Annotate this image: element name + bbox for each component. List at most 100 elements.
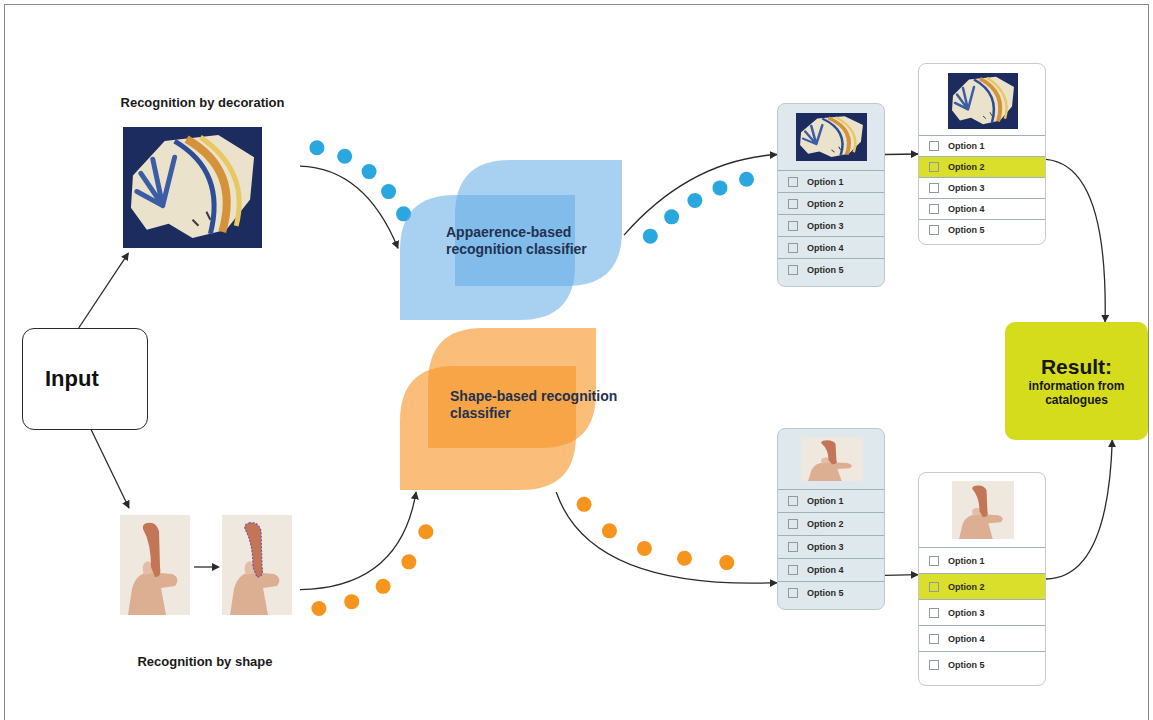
flow-arrow	[624, 155, 777, 236]
photo	[193, 559, 221, 571]
photo-group: Recognition by decoration	[105, 95, 300, 253]
flow-arrow	[79, 253, 129, 328]
option-row: Option 3	[778, 535, 884, 558]
sherd	[131, 135, 254, 238]
option-label: Option 2	[948, 162, 985, 172]
flow-dot	[687, 193, 702, 208]
option-row: Option 4	[919, 625, 1045, 651]
checkbox	[929, 556, 939, 566]
checkbox	[929, 204, 939, 214]
classifier-shape: Shape-based recognition classifier	[398, 326, 624, 492]
node-label: Input	[45, 366, 99, 392]
photo	[222, 515, 292, 615]
checkbox	[788, 199, 798, 209]
photo	[120, 515, 190, 615]
hand	[959, 514, 1003, 539]
option-label: Option 3	[807, 542, 844, 552]
option-label: Option 3	[807, 221, 844, 231]
checkbox	[929, 225, 939, 235]
photo-ground	[123, 127, 262, 248]
leaf-front	[400, 195, 575, 320]
option-row: Option 3	[919, 599, 1045, 625]
sherd	[821, 440, 837, 464]
flow-arrow	[1046, 440, 1112, 579]
photo-heading: Recognition by shape	[110, 654, 300, 670]
flow-dot	[637, 541, 652, 556]
option-row: Option 5	[778, 581, 884, 604]
option-row: Option 4	[919, 198, 1045, 219]
option-row: Option 4	[778, 558, 884, 581]
photo	[952, 481, 1014, 539]
hand	[230, 572, 279, 615]
leaf-front	[400, 366, 576, 490]
option-label: Option 4	[807, 243, 844, 253]
photo-heading: Recognition by decoration	[105, 95, 300, 111]
flow-dot	[381, 184, 396, 199]
option-label: Option 1	[807, 496, 844, 506]
option-label: Option 1	[807, 177, 844, 187]
sherd	[143, 523, 161, 577]
flow-dot	[664, 209, 679, 224]
sherd	[972, 485, 988, 517]
option-row: Option 2	[919, 156, 1045, 177]
sherd-rays	[803, 125, 822, 144]
sherd-photo	[948, 73, 1018, 129]
hand-photo	[120, 515, 190, 615]
photo-ground	[948, 73, 1018, 129]
option-list: Option 1 Option 2 Option 3 Option 4Option 5	[778, 489, 884, 604]
checkbox	[788, 519, 798, 529]
checkbox	[929, 582, 939, 592]
checkbox	[929, 634, 939, 644]
option-card: Option 1 Option 2Option 3 Option 4 Option 5	[918, 472, 1046, 686]
option-label: Option 5	[948, 225, 985, 235]
hand-photo	[222, 515, 292, 615]
option-label: Option 2	[807, 199, 844, 209]
option-label: Option 1	[948, 556, 985, 566]
flow-dot	[739, 172, 754, 187]
option-label: Option 5	[807, 265, 844, 275]
frame-line	[5, 5, 1149, 720]
option-card: Option 1 Option 2 Option 3 Option 4 Option 5	[918, 63, 1046, 245]
option-label: Option 2	[807, 519, 844, 529]
checkbox	[929, 660, 939, 670]
checkbox	[929, 162, 939, 172]
flow-dot	[309, 140, 324, 155]
checkbox	[788, 221, 798, 231]
option-row: Option 2	[778, 512, 884, 535]
hand	[808, 462, 852, 481]
option-row: Option 2	[919, 573, 1045, 599]
option-label: Option 4	[948, 634, 985, 644]
option-row: Option 1	[919, 135, 1045, 156]
photo-ground	[801, 437, 863, 481]
flow-arrow	[885, 153, 918, 155]
checkbox	[788, 243, 798, 253]
sherd	[245, 523, 263, 577]
sherd-photo	[796, 113, 867, 161]
flow-dot	[362, 164, 377, 179]
checkbox	[788, 588, 798, 598]
hand-photo	[801, 437, 863, 481]
option-row: Option 3	[919, 177, 1045, 198]
flow-dot	[719, 555, 734, 570]
sherd-rays	[955, 87, 974, 109]
option-label: Option 1	[948, 141, 985, 151]
checkbox	[788, 265, 798, 275]
photo	[801, 437, 863, 481]
option-list: Option 1 Option 2 Option 3 Option 4 Option 5	[919, 135, 1045, 240]
flow-arrow	[1046, 159, 1105, 322]
step-arrow-head	[212, 563, 220, 571]
option-list: Option 1 Option 2Option 3 Option 4 Option 5	[919, 547, 1045, 677]
option-label: Option 5	[948, 660, 985, 670]
option-label: Option 3	[948, 183, 985, 193]
checkbox	[929, 608, 939, 618]
step-arrow	[193, 561, 221, 573]
photo	[948, 73, 1018, 129]
photo	[796, 113, 867, 161]
input-box: Input	[22, 328, 148, 430]
photo-ground	[120, 515, 190, 615]
checkbox	[929, 141, 939, 151]
hand-photo	[952, 481, 1014, 539]
hand	[128, 572, 177, 615]
option-list: Option 1 Option 2 Option 3 Option 4 Option 5	[778, 170, 884, 280]
